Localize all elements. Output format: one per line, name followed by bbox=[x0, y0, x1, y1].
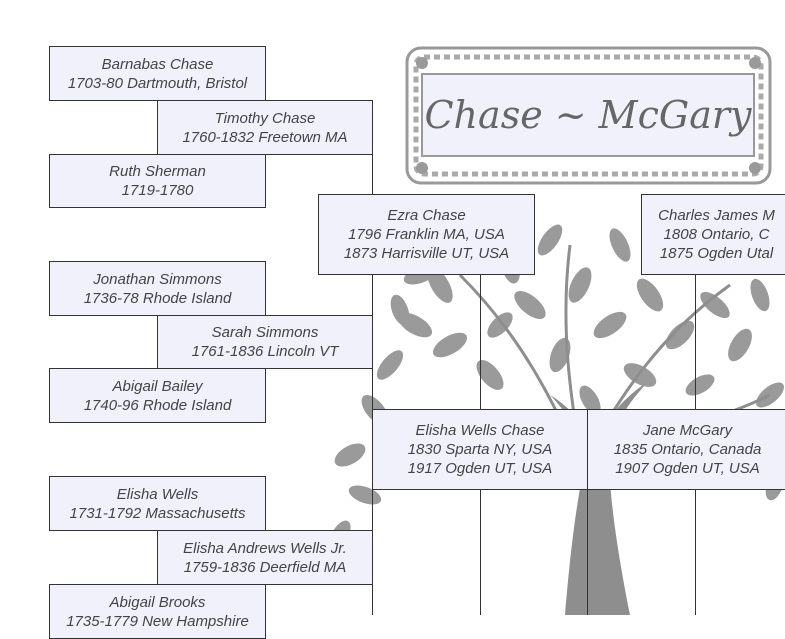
person-dates: 1759-1836 Deerfield MA bbox=[183, 558, 347, 576]
person-name: Charles James M bbox=[658, 207, 775, 224]
person-birth: 1835 Ontario, Canada bbox=[613, 441, 762, 458]
person-name: Sarah Simmons bbox=[211, 324, 319, 341]
connector-line bbox=[372, 126, 373, 615]
person-box-abigail-bailey[interactable]: Abigail Bailey 1740-96 Rhode Island bbox=[49, 368, 266, 423]
person-dates: 1761-1836 Lincoln VT bbox=[191, 343, 339, 360]
person-death: 1917 Ogden UT, USA bbox=[407, 460, 553, 477]
person-box-abigail-brooks[interactable]: Abigail Brooks 1735-1779 New Hampshire bbox=[49, 584, 266, 639]
person-box-barnabas-chase[interactable]: Barnabas Chase 1703-80 Dartmouth, Bristo… bbox=[49, 46, 266, 101]
person-dates: 1740-96 Rhode Island bbox=[83, 396, 232, 414]
person-name: Elisha Wells Chase bbox=[415, 422, 545, 439]
person-death: 1907 Ogden UT, USA bbox=[615, 460, 760, 477]
person-name: Elisha Andrews Wells Jr. bbox=[183, 539, 347, 557]
person-name: Timothy Chase bbox=[214, 109, 316, 127]
person-box-elisha-wells[interactable]: Elisha Wells 1731-1792 Massachusetts bbox=[49, 476, 266, 531]
person-name: Jane McGary bbox=[642, 422, 733, 439]
connector-line bbox=[695, 489, 696, 615]
connector-line bbox=[480, 489, 481, 615]
title-plate: Chase ~ McGary bbox=[421, 73, 755, 157]
person-death: 1873 Harrisville UT, USA bbox=[343, 245, 510, 262]
person-name: Jonathan Simmons bbox=[93, 270, 222, 288]
connector-line bbox=[587, 489, 588, 615]
person-box-jane-mcgary[interactable]: Jane McGary 1835 Ontario, Canada 1907 Og… bbox=[587, 409, 785, 490]
person-box-charles-james[interactable]: Charles James M 1808 Ontario, C 1875 Ogd… bbox=[641, 194, 785, 275]
person-dates: 1736-78 Rhode Island bbox=[83, 289, 232, 307]
person-name: Barnabas Chase bbox=[101, 55, 214, 73]
person-name: Abigail Bailey bbox=[112, 377, 203, 395]
person-dates: 1731-1792 Massachusetts bbox=[69, 504, 246, 522]
person-box-elisha-andrews-wells[interactable]: Elisha Andrews Wells Jr. 1759-1836 Deerf… bbox=[157, 530, 373, 585]
connector-line bbox=[480, 274, 481, 409]
person-box-sarah-simmons[interactable]: Sarah Simmons 1761-1836 Lincoln VT bbox=[157, 315, 373, 369]
person-birth: 1830 Sparta NY, USA bbox=[407, 441, 553, 458]
person-box-timothy-chase[interactable]: Timothy Chase 1760-1832 Freetown MA bbox=[157, 100, 373, 155]
person-dates: 1719-1780 bbox=[121, 182, 194, 199]
person-box-ezra-chase[interactable]: Ezra Chase 1796 Franklin MA, USA 1873 Ha… bbox=[318, 194, 535, 275]
person-name: Abigail Brooks bbox=[109, 594, 206, 611]
person-name: Ezra Chase bbox=[387, 207, 466, 224]
family-title: Chase ~ McGary bbox=[424, 93, 752, 137]
person-death: 1875 Ogden Utal bbox=[659, 245, 774, 262]
person-box-ruth-sherman[interactable]: Ruth Sherman 1719-1780 bbox=[49, 154, 266, 208]
person-name: Ruth Sherman bbox=[109, 163, 206, 180]
person-dates: 1703-80 Dartmouth, Bristol bbox=[67, 74, 248, 92]
person-birth: 1808 Ontario, C bbox=[663, 226, 770, 243]
connector-line bbox=[695, 274, 696, 409]
person-box-jonathan-simmons[interactable]: Jonathan Simmons 1736-78 Rhode Island bbox=[49, 261, 266, 316]
person-name: Elisha Wells bbox=[116, 485, 199, 503]
person-box-elisha-wells-chase[interactable]: Elisha Wells Chase 1830 Sparta NY, USA 1… bbox=[372, 409, 588, 490]
person-dates: 1760-1832 Freetown MA bbox=[182, 128, 348, 146]
person-birth: 1796 Franklin MA, USA bbox=[348, 226, 505, 243]
